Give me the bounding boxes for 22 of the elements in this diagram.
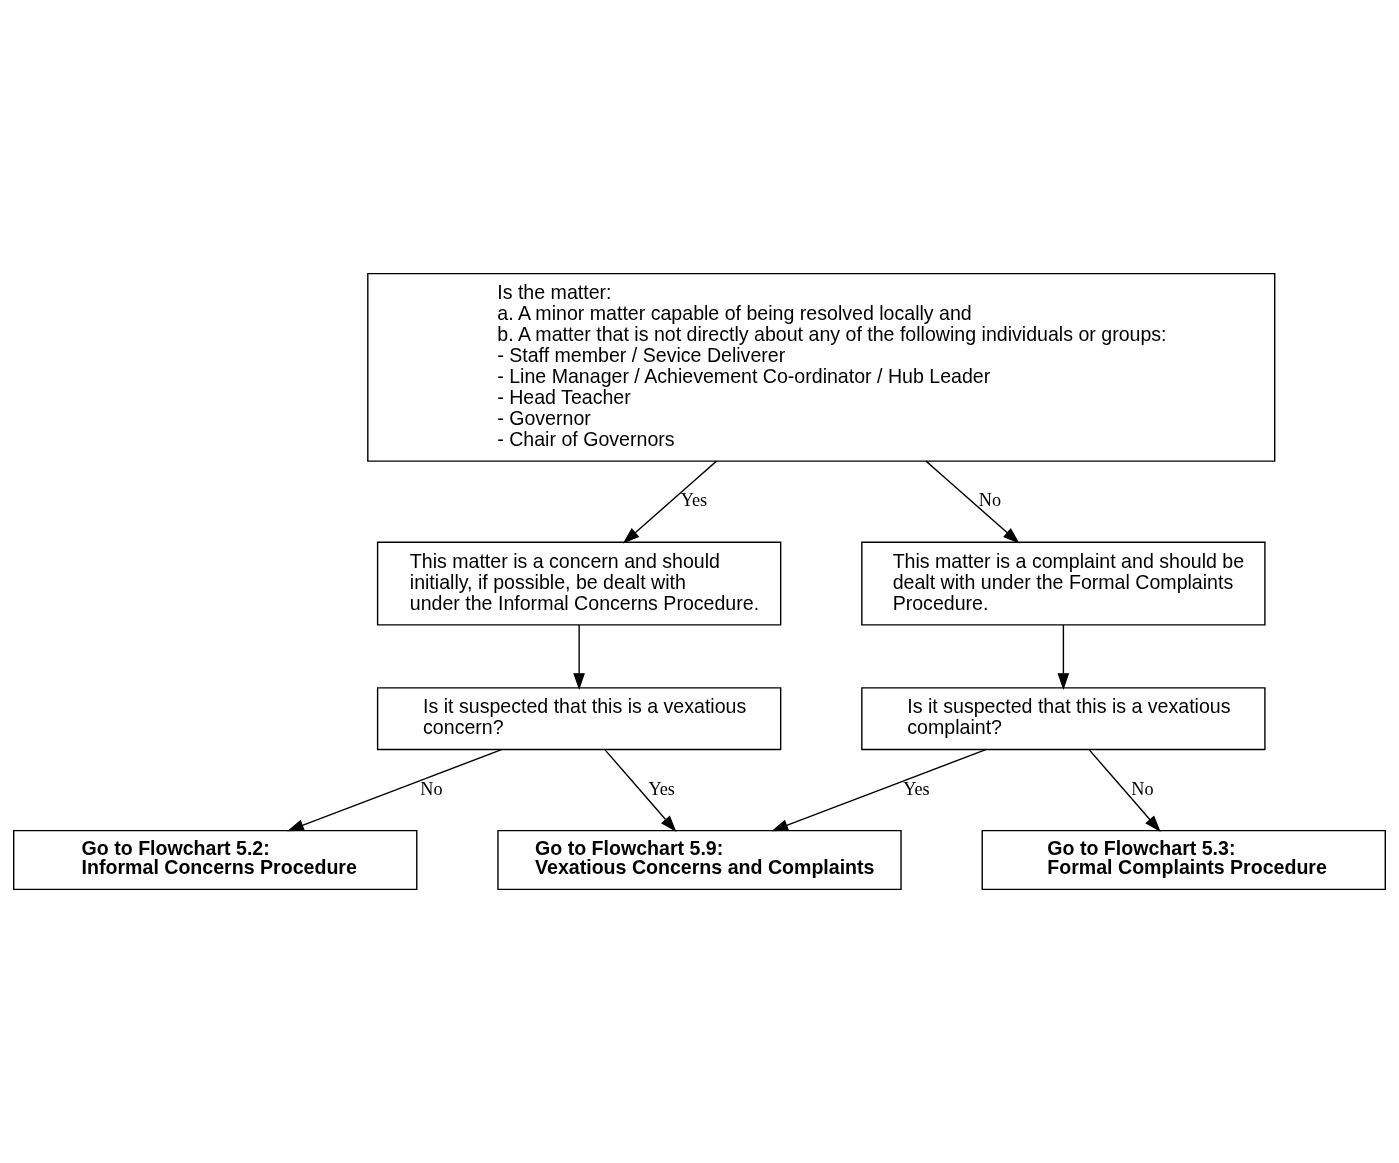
edge-label: No: [1131, 778, 1154, 799]
edge-label: Yes: [648, 778, 675, 799]
edge-label: No: [978, 490, 1002, 511]
node-box: This matter is a complaint and should be dealt with under the Formal Complaints Procedure.: [861, 541, 1266, 626]
node-box: This matter is a concern and should initially, if possible, be dealt with under the Informal Concerns Procedure.: [376, 541, 782, 626]
arrow: [1088, 749, 1161, 833]
node-box: Go to Flowchart 5.2: Informal Concerns Procedure: [13, 829, 418, 891]
edge-label: Yes: [680, 490, 708, 511]
node-box: Is it suspected that this is a vexatious complaint?: [861, 687, 1266, 751]
arrow: [1057, 624, 1070, 690]
node-box: Is it suspected that this is a vexatious concern?: [376, 687, 782, 751]
node-box: Go to Flowchart 5.9: Vexatious Concerns and Complaints: [497, 829, 902, 891]
arrow: [604, 749, 677, 833]
edge-label: No: [420, 778, 443, 799]
arrow: [622, 460, 718, 544]
edge-label: Yes: [903, 778, 930, 799]
node-box: Go to Flowchart 5.3: Formal Complaints Procedure: [981, 829, 1386, 891]
arrow: [573, 624, 586, 690]
arrow: [771, 748, 987, 832]
node-box: Is the matter: a. A minor matter capable of being resolved locally and b. A matter that is not directly about any of the following individuals or groups: - Staff member / Sevice Deliverer - Line Manager / Achievement Co-ordinator / Hub Leader - Head Teacher - Governor - Chair of Governors: [367, 272, 1276, 462]
arrow: [287, 748, 503, 832]
arrow: [925, 460, 1020, 544]
